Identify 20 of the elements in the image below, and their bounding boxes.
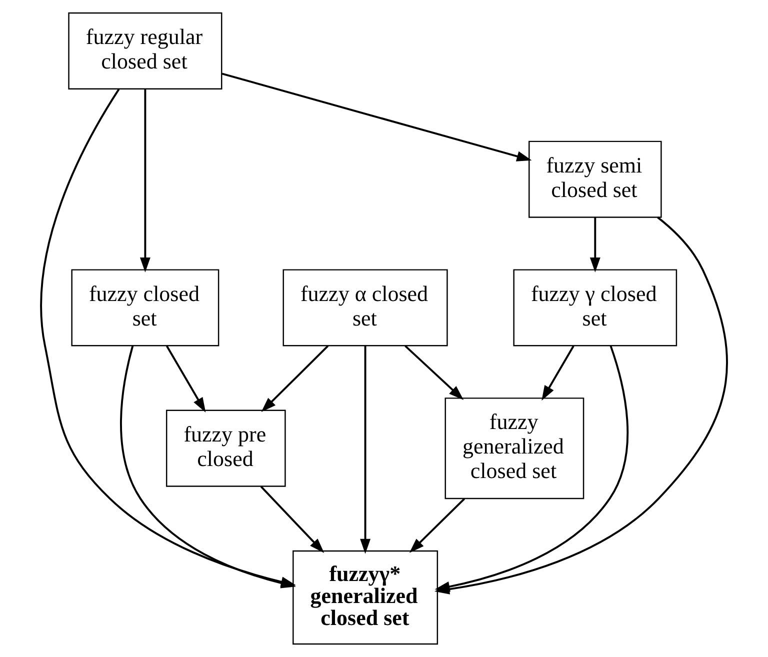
arrow [140,89,150,272]
arrow [40,88,296,587]
arrow [260,486,324,553]
node-box: fuzzy γ closed set [513,269,678,346]
arrow [222,72,532,162]
node-box: fuzzy generalized closed set [444,398,584,500]
node-box: fuzzy regular closed set [68,12,222,90]
node-box: fuzzy semi closed set [528,140,662,218]
node-box: fuzzy pre closed [166,410,286,487]
arrow [542,345,574,401]
arrow [404,345,464,400]
arrow [360,346,370,554]
node-box: fuzzy α closed set [282,269,448,346]
arrow [590,217,600,272]
node-box: fuzzy closed set [71,269,220,346]
arrow [409,498,466,553]
arrow [434,346,629,592]
arrow [261,345,329,412]
arrow [166,345,206,413]
node-box: fuzzyγ* generalized closed set [292,550,438,645]
